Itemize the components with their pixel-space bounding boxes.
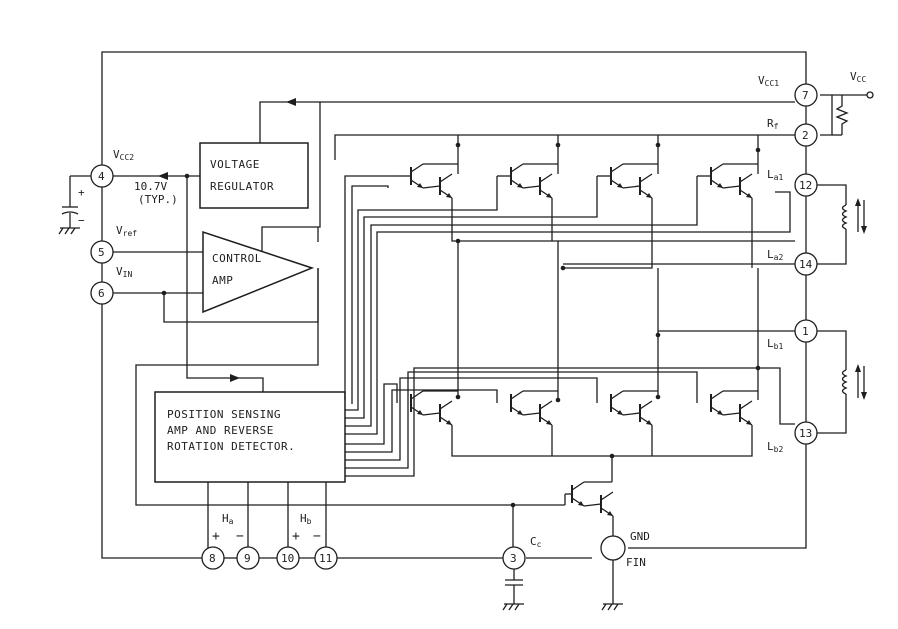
position-sensing-line1: POSITION SENSING bbox=[167, 408, 281, 421]
control-amp-line1: CONTROL bbox=[212, 252, 262, 265]
voltage-regulator-line1: VOLTAGE bbox=[210, 158, 260, 171]
pin-10: 10 bbox=[276, 546, 300, 570]
label-fin: FIN bbox=[626, 556, 646, 569]
label-lb1: Lb1 bbox=[767, 337, 783, 351]
upper-transistor-q4 bbox=[697, 163, 758, 199]
control-amp-line2: AMP bbox=[212, 274, 233, 287]
label-rf: Rf bbox=[767, 117, 779, 131]
svg-text:10: 10 bbox=[281, 552, 294, 565]
upper-transistor-q2 bbox=[497, 163, 558, 199]
upper-transistor-q1 bbox=[397, 163, 458, 199]
coil-la bbox=[806, 184, 867, 265]
svg-text:7: 7 bbox=[802, 89, 809, 102]
svg-text:12: 12 bbox=[799, 179, 812, 192]
upper-transistor-q3 bbox=[597, 163, 658, 199]
svg-text:5: 5 bbox=[98, 246, 105, 259]
pin-9: 9 bbox=[236, 546, 260, 570]
svg-text:6: 6 bbox=[98, 287, 105, 300]
control-amp-triangle bbox=[202, 230, 315, 314]
svg-text:3: 3 bbox=[510, 552, 517, 565]
pin-6: 6 bbox=[90, 281, 114, 305]
svg-text:13: 13 bbox=[799, 427, 812, 440]
svg-text:1: 1 bbox=[802, 325, 809, 338]
label-voltage-typ-1: 10.7V bbox=[134, 180, 167, 193]
voltage-regulator-block bbox=[199, 142, 309, 209]
arrow-to-vcc2 bbox=[158, 172, 168, 180]
label-la1: La1 bbox=[767, 168, 783, 182]
label-ha-plus: + bbox=[212, 529, 220, 544]
position-sensing-line3: ROTATION DETECTOR. bbox=[167, 440, 295, 453]
svg-text:11: 11 bbox=[319, 552, 332, 565]
cc-capacitor bbox=[502, 569, 524, 611]
svg-text:14: 14 bbox=[799, 258, 813, 271]
pin-2: 2 bbox=[794, 123, 818, 147]
arrow-to-regulator bbox=[286, 98, 296, 106]
label-vcc: VCC bbox=[850, 70, 866, 84]
gnd-symbol bbox=[601, 560, 623, 611]
label-hb-plus: + bbox=[292, 529, 300, 544]
pin-5: 5 bbox=[90, 240, 114, 264]
lower-transistor-q5 bbox=[410, 390, 458, 426]
label-hb-minus: − bbox=[313, 529, 321, 544]
svg-text:2: 2 bbox=[802, 129, 809, 142]
label-vcc2: VCC2 bbox=[113, 148, 134, 162]
label-vin: VIN bbox=[116, 265, 132, 279]
pin-11: 11 bbox=[314, 546, 338, 570]
svg-text:8: 8 bbox=[209, 552, 216, 565]
pin-8: 8 bbox=[201, 546, 225, 570]
lower-transistor-q8 bbox=[710, 390, 758, 426]
vcc2-capacitor bbox=[58, 175, 91, 235]
lower-transistor-q7 bbox=[610, 390, 658, 426]
pin-4: 4 bbox=[90, 164, 114, 188]
arrow-to-sensing bbox=[230, 374, 240, 382]
pin-3: 3 bbox=[502, 546, 526, 570]
label-vcc1: VCC1 bbox=[758, 74, 779, 88]
position-sensing-line2: AMP AND REVERSE bbox=[167, 424, 274, 437]
pin-14: 14 bbox=[794, 252, 818, 276]
voltage-regulator-line2: REGULATOR bbox=[210, 180, 274, 193]
label-la2: La2 bbox=[767, 248, 783, 262]
label-cc: Cc bbox=[530, 535, 542, 549]
pin-1: 1 bbox=[794, 319, 818, 343]
current-sense-transistor bbox=[564, 481, 614, 517]
pin-7: 7 bbox=[794, 83, 818, 107]
label-lb2: Lb2 bbox=[767, 440, 783, 454]
cap-plus: + bbox=[78, 186, 85, 199]
label-vref: Vref bbox=[116, 224, 137, 238]
position-sensing-block bbox=[154, 391, 346, 483]
coil-lb bbox=[817, 330, 867, 434]
label-gnd: GND bbox=[630, 530, 650, 543]
svg-text:4: 4 bbox=[98, 170, 105, 183]
cap-minus: − bbox=[78, 214, 85, 227]
pin-fin bbox=[600, 535, 626, 561]
lower-transistor-q6 bbox=[510, 390, 558, 426]
rf-resistor bbox=[835, 95, 849, 135]
vcc-terminal bbox=[866, 91, 874, 99]
label-ha-minus: − bbox=[236, 529, 244, 544]
pin-13: 13 bbox=[794, 421, 818, 445]
pin-12: 12 bbox=[794, 173, 818, 197]
label-voltage-typ-2: (TYP.) bbox=[138, 193, 178, 206]
label-hb: Hb bbox=[300, 512, 312, 526]
label-ha: Ha bbox=[222, 512, 234, 526]
svg-text:9: 9 bbox=[244, 552, 251, 565]
